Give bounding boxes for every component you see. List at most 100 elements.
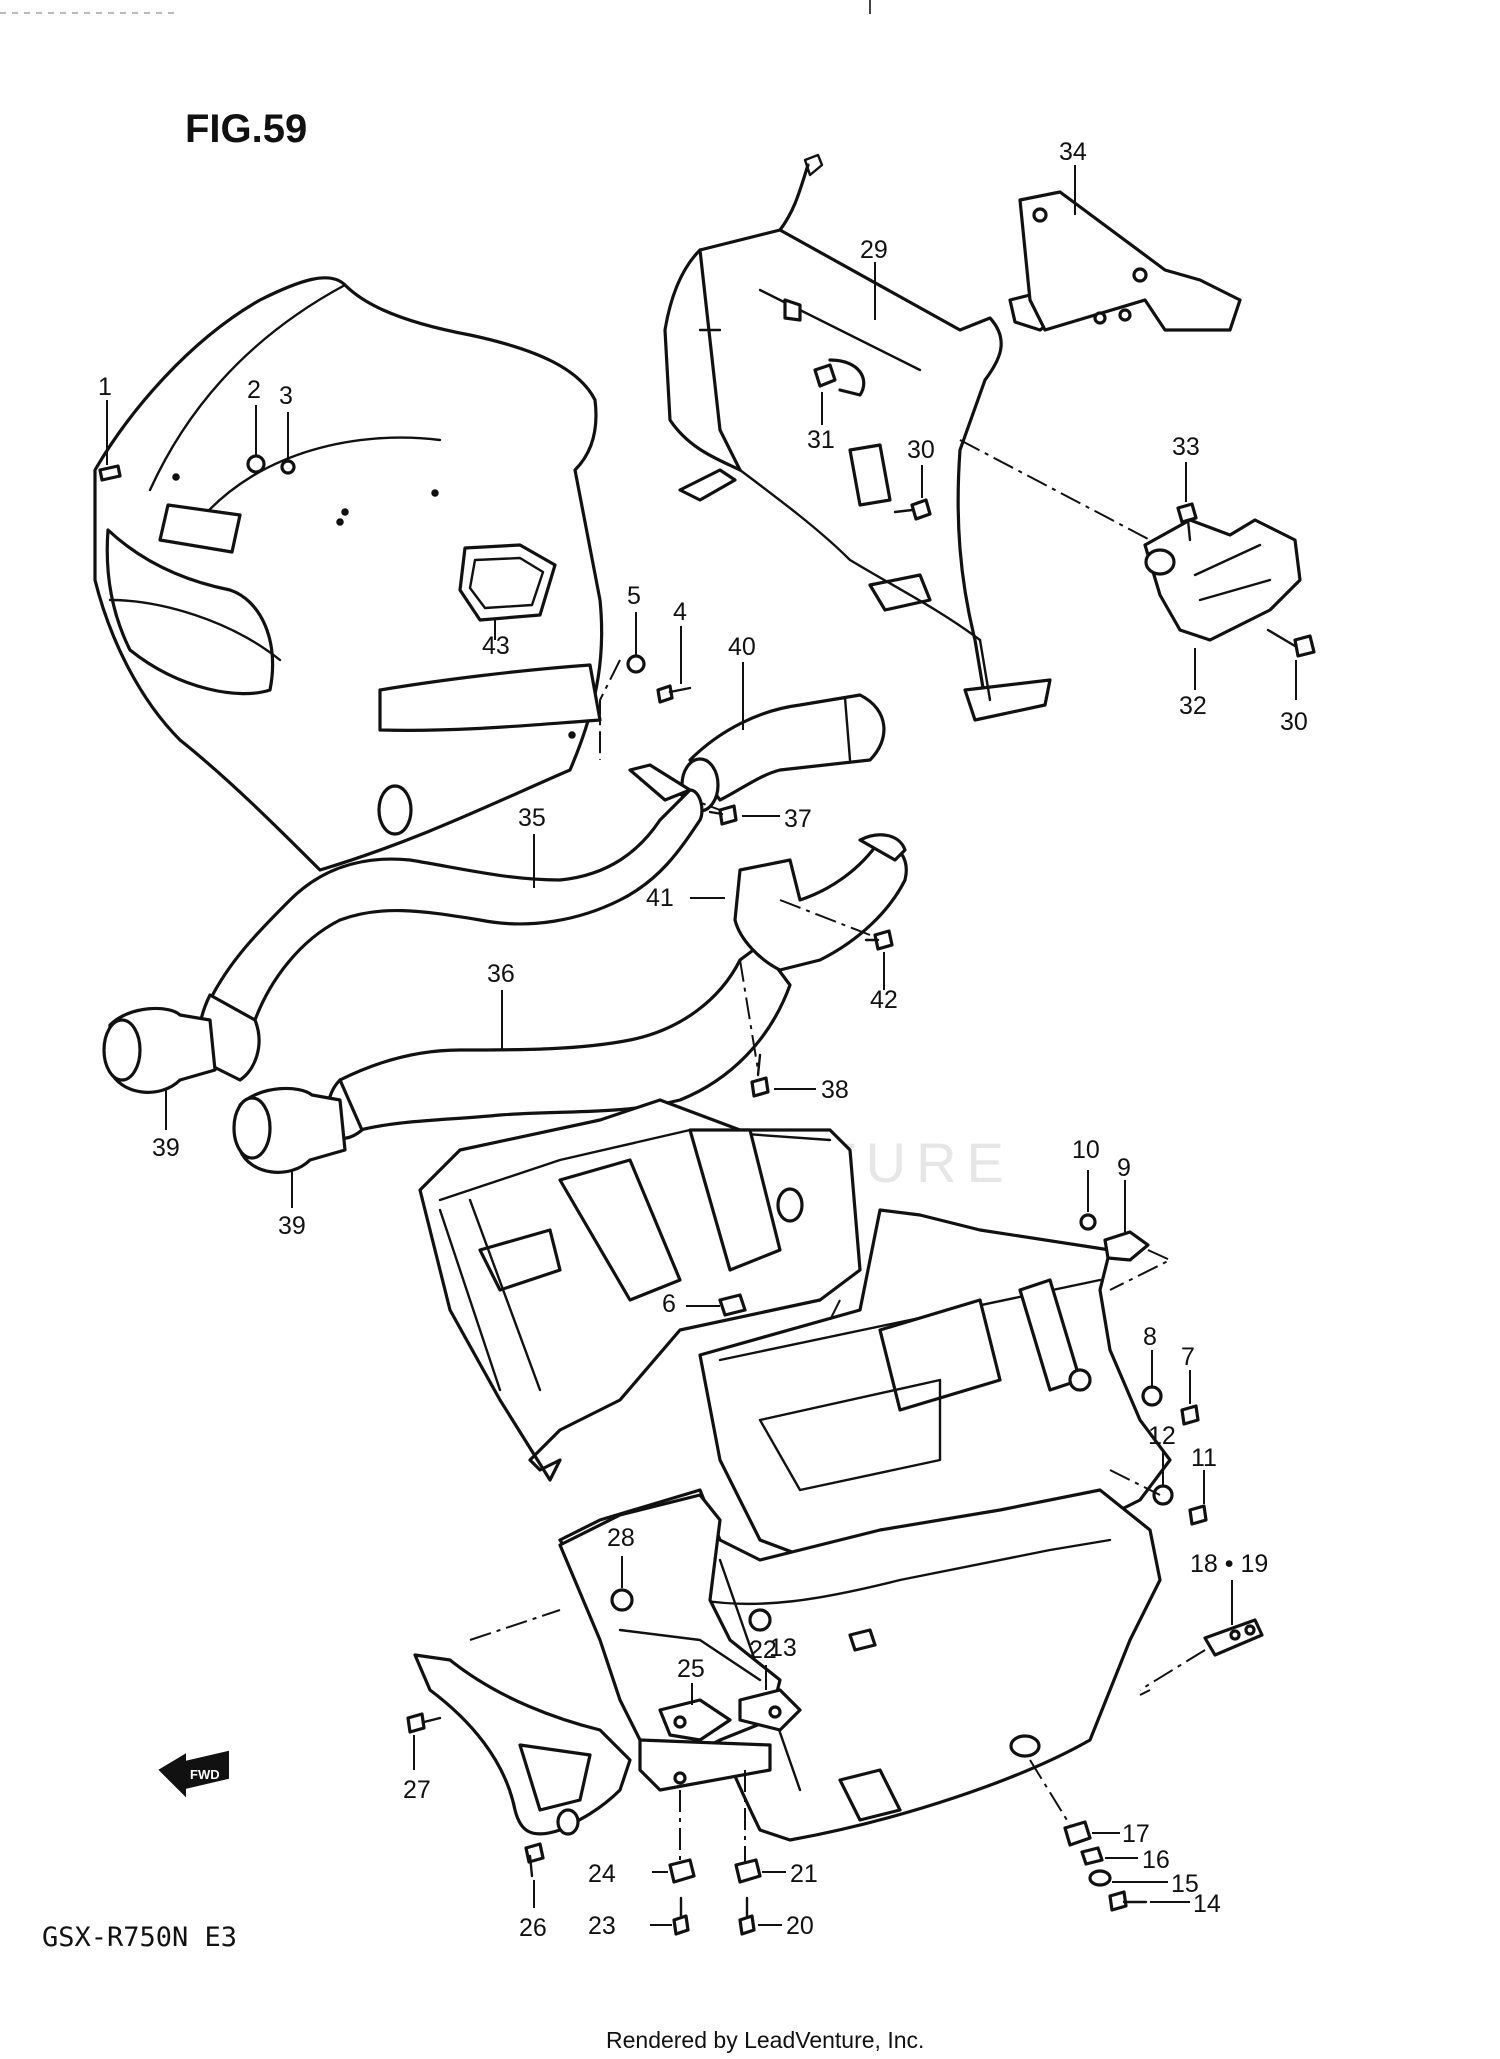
- part-2-3-nut-washer: [246, 405, 296, 475]
- upper-fairing-assembly: [93, 276, 604, 872]
- part-33-bolt: [1176, 462, 1198, 542]
- top-crop-marks: [0, 0, 871, 14]
- callout-10: 10: [1072, 1136, 1100, 1164]
- callout-37: 37: [784, 805, 812, 833]
- part-34-stay: [1018, 165, 1242, 332]
- callout-7: 7: [1181, 1343, 1195, 1371]
- figure-title: FIG.59: [185, 107, 307, 151]
- callout-43: 43: [482, 632, 510, 660]
- part-12-nut: [1109, 1450, 1174, 1506]
- part-32-bracket: [1143, 518, 1302, 690]
- callout-14: 14: [1193, 1890, 1221, 1918]
- callout-15: 15: [1171, 1870, 1199, 1898]
- callout-40: 40: [728, 633, 756, 661]
- part-23-screw: [650, 1896, 690, 1936]
- callout-17: 17: [1122, 1820, 1150, 1848]
- part-40-intake-duct: [680, 662, 886, 813]
- rivet-hole: [172, 473, 180, 481]
- callout-24: 24: [588, 1860, 616, 1888]
- part-13-clip: [848, 1628, 877, 1652]
- callout-18-19: 18 • 19: [1190, 1550, 1268, 1578]
- screen-edge-line: [148, 283, 347, 492]
- callout-1: 1: [98, 373, 112, 401]
- callout-30-upper: 30: [907, 436, 935, 464]
- part-26-screw: [524, 1842, 545, 1908]
- fairing-mount-hole: [377, 784, 413, 836]
- mount-plate: [638, 1738, 772, 1870]
- part-35-hose: [208, 763, 704, 1022]
- alignment-line: [829, 1299, 841, 1321]
- part-27-screw: [406, 1712, 442, 1734]
- callout-9: 9: [1117, 1154, 1131, 1182]
- part-15-washer: [1088, 1869, 1168, 1887]
- part-21-nut: [734, 1858, 786, 1884]
- part-18-19-bracket: [1139, 1580, 1264, 1691]
- callout-39-upper: 39: [152, 1134, 180, 1162]
- callout-23: 23: [588, 1912, 616, 1940]
- callout-39-lower: 39: [278, 1212, 306, 1240]
- alignment-line: [1139, 1689, 1151, 1696]
- turn-signal-recess: [158, 503, 242, 554]
- callout-2: 2: [247, 376, 261, 404]
- fairing-side-panel: [378, 663, 602, 732]
- part-25-clamp: [658, 1683, 732, 1742]
- part-42-screw: [779, 899, 894, 990]
- part-41-duct-elbow: [690, 833, 908, 972]
- screen-lower-line: [198, 436, 442, 522]
- callout-28: 28: [607, 1524, 635, 1552]
- callout-13: 13: [769, 1634, 797, 1662]
- rivet-hole: [341, 508, 349, 516]
- callout-27: 27: [403, 1776, 431, 1804]
- callout-36: 36: [487, 960, 515, 988]
- part-24-nut: [652, 1858, 696, 1884]
- part-30-bolt-right: [1266, 628, 1316, 700]
- part-39-coupler-upper: [102, 993, 261, 1130]
- part-8-nut: [1141, 1350, 1163, 1407]
- fwd-label: FWD: [190, 1767, 220, 1782]
- rivet-hole: [568, 731, 576, 739]
- part-38-screw: [739, 959, 816, 1098]
- callout-labels: 1 2 3 4 5 6 7 8 9 10 11 12 13 14 15 16 1…: [98, 138, 1308, 1942]
- rivet-hole: [431, 489, 439, 497]
- callout-41: 41: [646, 884, 674, 912]
- callout-42: 42: [870, 986, 898, 1014]
- callout-22: 22: [749, 1636, 777, 1664]
- part-16-collar: [1080, 1846, 1138, 1866]
- part-36-hose: [338, 943, 792, 1132]
- part-20-screw: [738, 1896, 782, 1936]
- callout-20: 20: [786, 1912, 814, 1940]
- callout-5: 5: [627, 582, 641, 610]
- part-27-side-bracket: [413, 1653, 632, 1836]
- callout-3: 3: [279, 382, 293, 410]
- part-31-grommet: [813, 363, 837, 425]
- callout-34: 34: [1059, 138, 1087, 166]
- model-code: GSX-R750N E3: [42, 1922, 237, 1953]
- part-9-10-grommet: [1079, 1170, 1173, 1291]
- callout-29: 29: [860, 236, 888, 264]
- fwd-arrow-icon: FWD: [158, 1750, 229, 1798]
- part-1-rivet: [98, 400, 122, 482]
- rivet-hole: [336, 518, 344, 526]
- alignment-line: [469, 1609, 561, 1641]
- footer-credit: Rendered by LeadVenture, Inc.: [606, 2027, 924, 2053]
- callout-4: 4: [673, 598, 687, 626]
- part-11-screw: [1188, 1470, 1208, 1526]
- callout-31: 31: [807, 426, 835, 454]
- part-29-fairing-bracket: [663, 153, 1151, 722]
- part-28-grommet: [610, 1556, 634, 1612]
- callout-33: 33: [1172, 433, 1200, 461]
- part-17-grommet: [1029, 1759, 1120, 1847]
- callout-26: 26: [519, 1914, 547, 1942]
- part-30-bolt-upper: [893, 465, 932, 521]
- callout-11: 11: [1191, 1444, 1217, 1472]
- part-7-screw: [1180, 1370, 1200, 1426]
- callout-21: 21: [790, 1860, 818, 1888]
- callout-16: 16: [1142, 1846, 1170, 1874]
- headlight-crease: [108, 598, 282, 662]
- part-39-coupler-lower: [232, 1078, 364, 1208]
- callout-38: 38: [821, 1076, 849, 1104]
- part-43-seal: [458, 543, 557, 640]
- callout-8: 8: [1143, 1323, 1157, 1351]
